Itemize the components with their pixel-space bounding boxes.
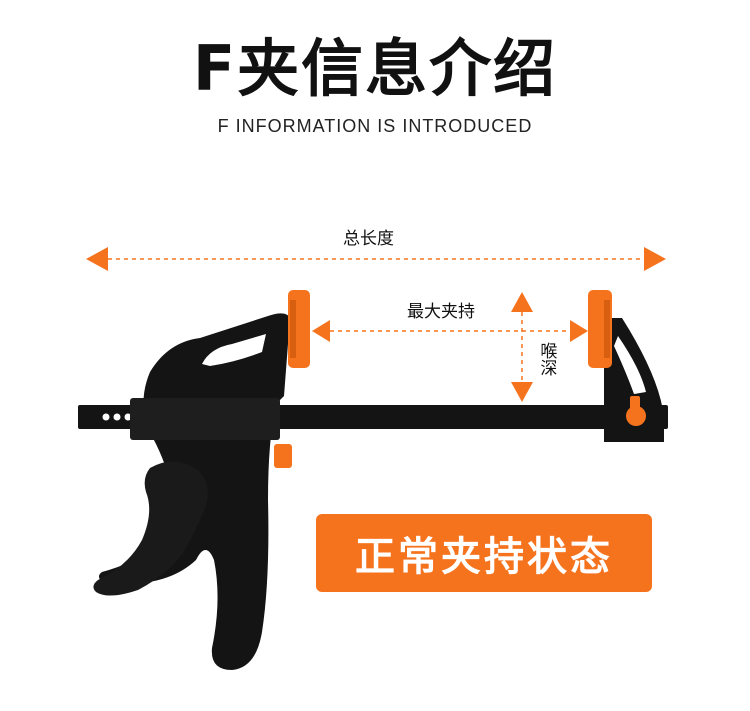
max-clamping-dimension: [312, 320, 588, 342]
arrow-up-icon: [511, 292, 533, 312]
release-knob: [626, 406, 646, 426]
arrow-down-icon: [511, 382, 533, 402]
handle-slider: [130, 398, 280, 440]
bar-hole: [113, 413, 121, 421]
arrow-left-icon: [312, 320, 330, 342]
total-length-label: 总长度: [339, 229, 398, 250]
arrow-right-icon: [644, 247, 666, 271]
page-title: F夹信息介绍: [192, 32, 558, 105]
bar-hole: [102, 413, 110, 421]
trigger-lever: [93, 461, 208, 596]
trigger-button: [274, 444, 292, 468]
throat-depth-dimension: [511, 292, 533, 402]
arrow-left-icon: [86, 247, 108, 271]
page-subtitle: F INFORMATION IS INTRODUCED: [217, 116, 533, 136]
bar-hole: [124, 413, 132, 421]
throat-depth-label: 喉深: [536, 338, 557, 380]
status-badge: 正常夹持状态: [316, 514, 652, 592]
max-clamping-label: 最大夹持: [403, 302, 479, 323]
fixed-jaw: [588, 290, 664, 442]
total-length-dimension: [86, 247, 666, 271]
arrow-right-icon: [570, 320, 588, 342]
